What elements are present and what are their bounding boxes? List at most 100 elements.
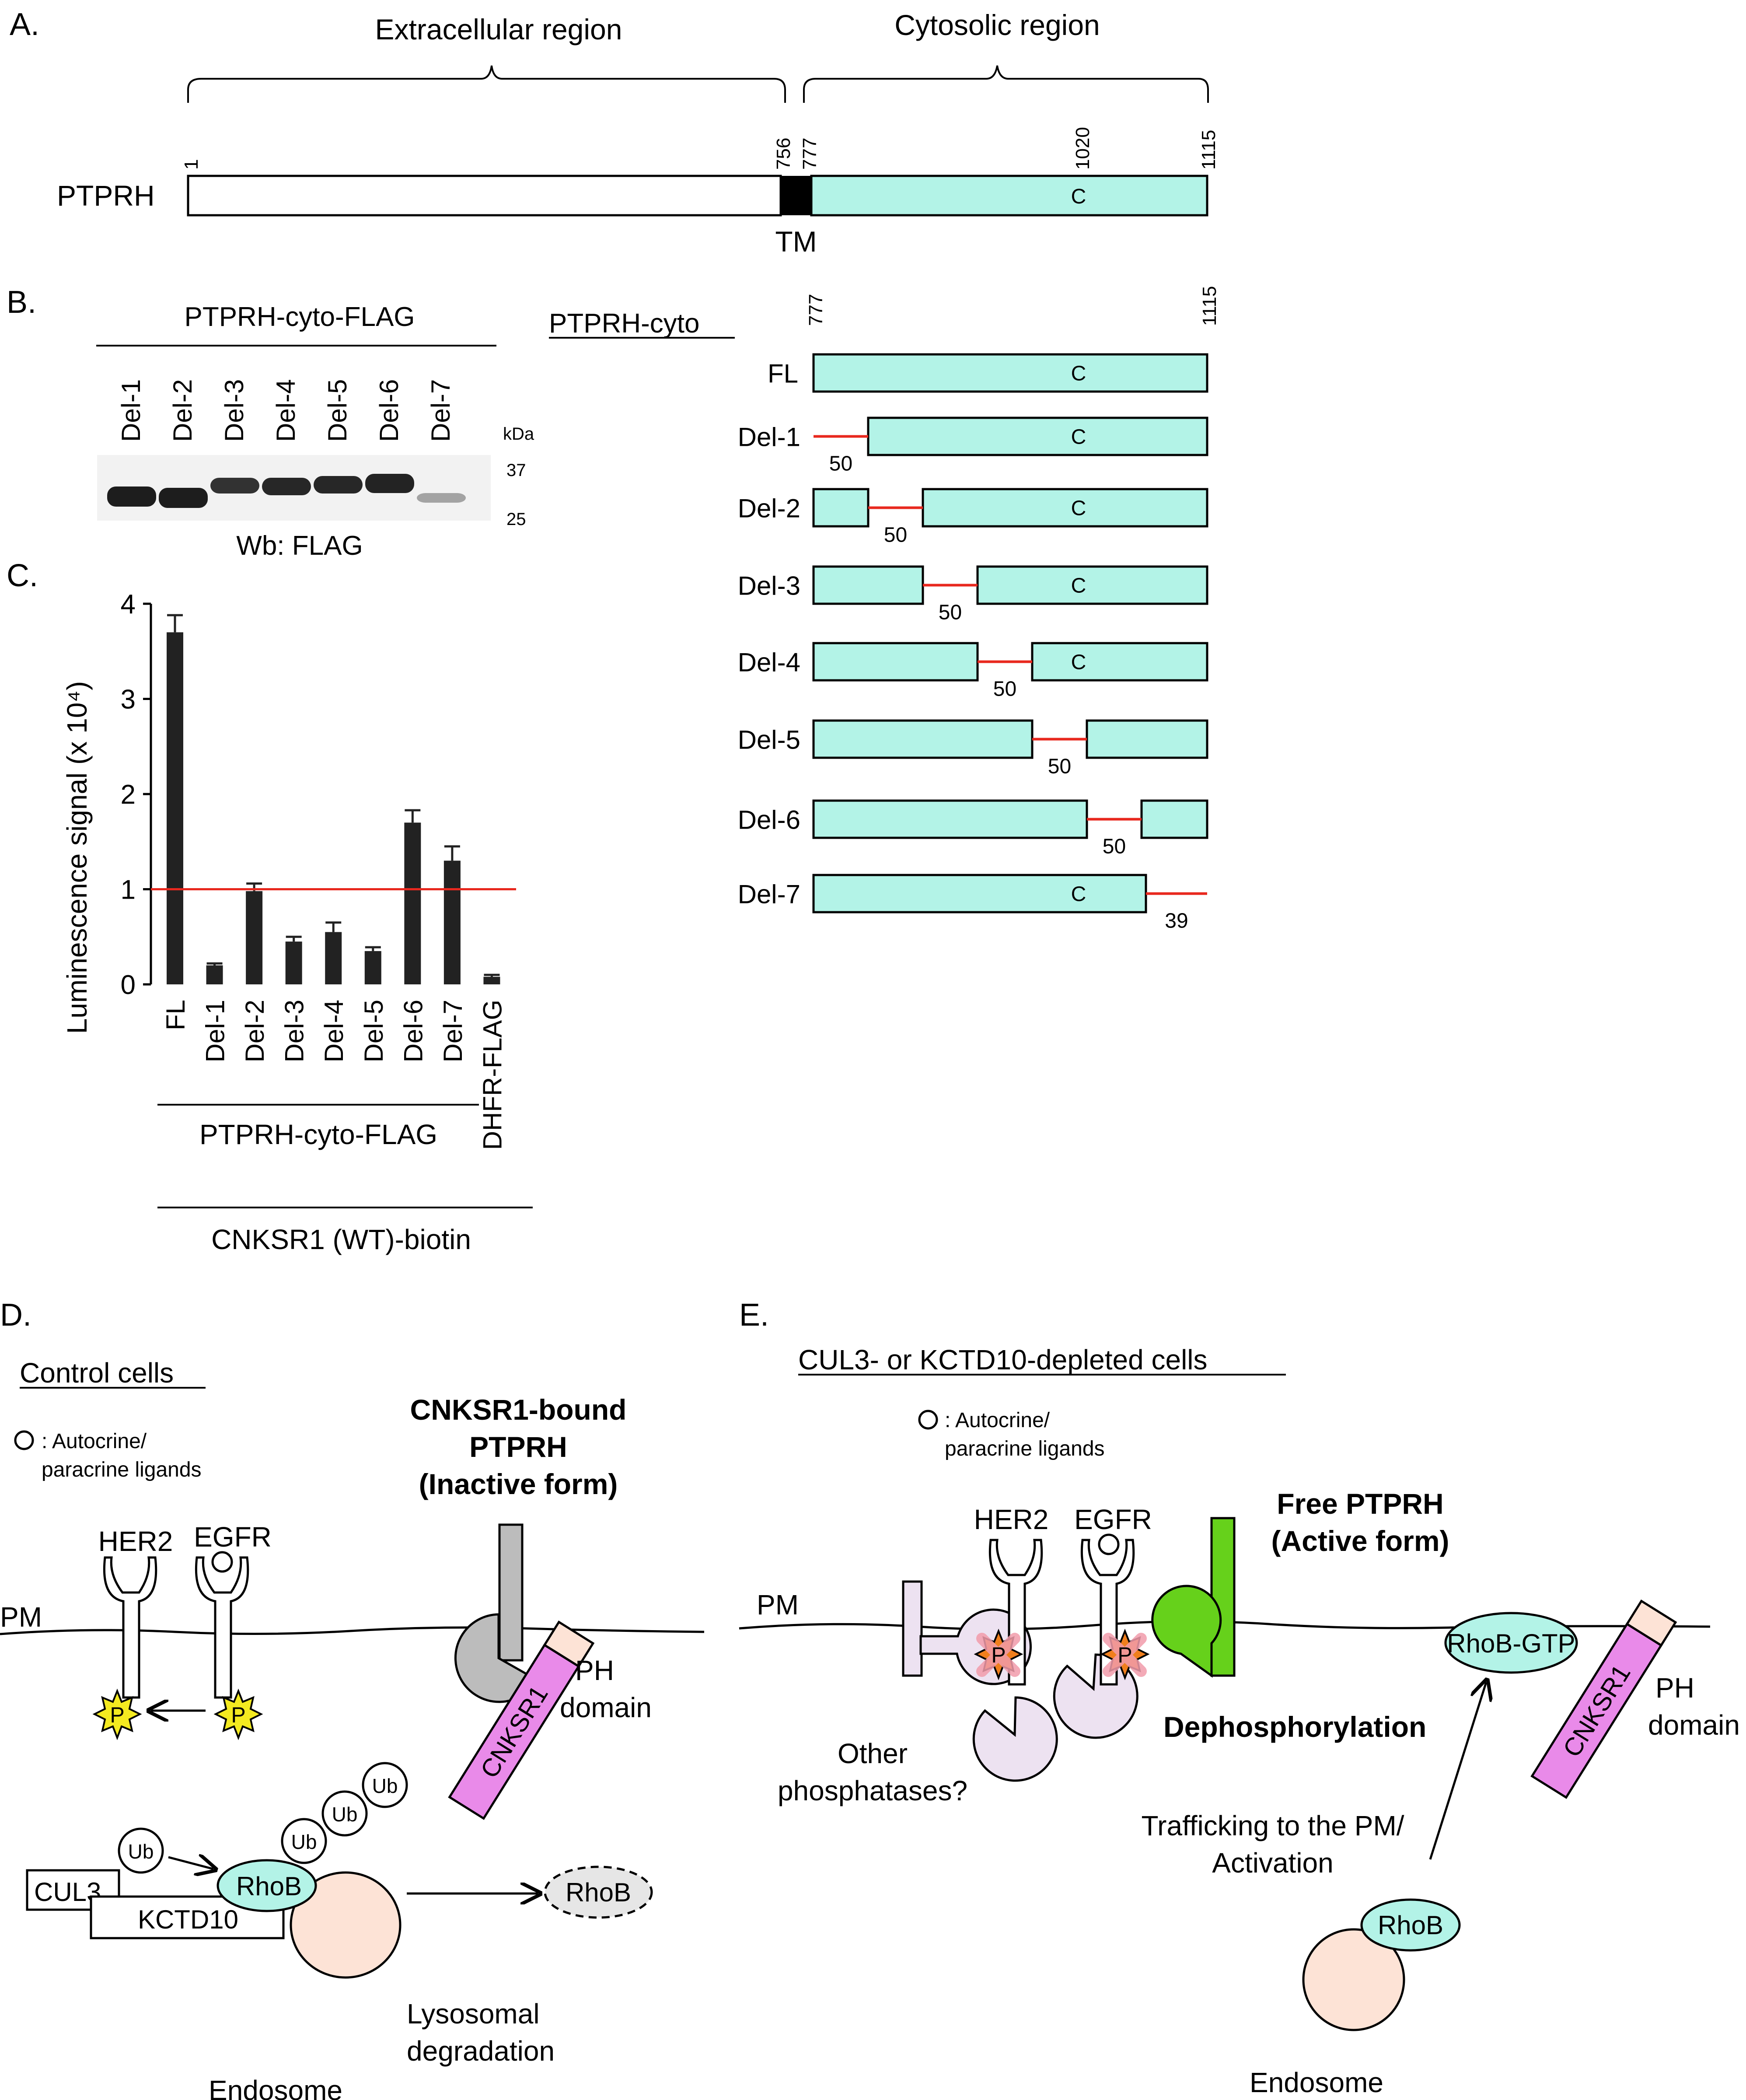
egfr-label-d: EGFR <box>194 1521 272 1553</box>
construct-segment <box>812 488 870 528</box>
catalytic-c-marker: C <box>1071 651 1086 674</box>
chart-bar <box>483 976 500 984</box>
ph-label-d-1: PH <box>575 1655 614 1686</box>
plasma-membrane-d <box>0 1626 705 1635</box>
ptprh-transmembrane-d <box>498 1523 524 1662</box>
blot-band <box>365 474 414 493</box>
rhob-d <box>217 1859 317 1912</box>
her2-receptor-e <box>988 1539 1043 1686</box>
chart-bar <box>246 891 263 984</box>
rhob-label-d: RhoB <box>236 1872 302 1901</box>
deletion-length: 50 <box>1103 835 1126 858</box>
deletion-length: 50 <box>884 524 907 547</box>
chart-x-tick-label: Del-5 <box>359 1000 388 1062</box>
panel-a: A. Extracellular region Cytosolic region… <box>10 7 1219 258</box>
chart-x-tick-label: DHFR-FLAG <box>478 1000 507 1150</box>
construct-segment <box>812 799 1088 839</box>
ligand-legend-icon-e <box>918 1410 938 1430</box>
lane-label: Del-6 <box>374 379 404 442</box>
construct-name: Del-3 <box>738 571 800 601</box>
blot-band <box>417 493 466 503</box>
her2-label-d: HER2 <box>98 1526 173 1557</box>
rhob-gtp <box>1444 1612 1578 1674</box>
extracellular-region-label: Extracellular region <box>375 13 622 46</box>
rhob-label-e: RhoB <box>1378 1911 1443 1940</box>
ptprh-transmembrane-e <box>1210 1517 1236 1677</box>
lane-label: Del-7 <box>426 379 455 442</box>
ph-label-e-1: PH <box>1655 1672 1694 1704</box>
egfr-receptor <box>195 1556 249 1699</box>
construct-segment <box>867 416 1208 456</box>
lane-label: Del-3 <box>220 379 249 442</box>
chart-x-tick-label: FL <box>161 1000 190 1030</box>
her2-receptor <box>103 1556 157 1699</box>
deletion-length: 50 <box>829 452 852 476</box>
ub-label-1: Ub <box>128 1840 154 1863</box>
cytosolic-domain <box>810 175 1208 217</box>
kda-label: kDa <box>503 424 534 444</box>
chart-y-axis-label: Luminescence signal (x 10⁴) <box>61 681 93 1034</box>
degraded-rhob <box>544 1866 653 1919</box>
construct-name: Del-7 <box>738 880 800 909</box>
tm-label: TM <box>775 225 817 258</box>
chart-y-tick-label: 3 <box>121 685 136 715</box>
construct-title: PTPRH-cyto <box>549 308 699 339</box>
ligand-legend-text-2: paracrine ligands <box>42 1458 202 1481</box>
construct-name: Del-1 <box>738 423 800 452</box>
position-777: 777 <box>799 138 821 170</box>
construct-segment <box>976 565 1208 605</box>
chart-bottom-label: CNKSR1 (WT)-biotin <box>211 1224 471 1255</box>
degraded-rhob-label: RhoB <box>566 1878 631 1907</box>
panel-e: E. CUL3- or KCTD10-depleted cells : Auto… <box>739 1298 1740 2098</box>
ub-circle-2 <box>281 1818 327 1864</box>
phospho-p-her2: P <box>110 1703 124 1727</box>
ph-domain-d <box>543 1620 595 1668</box>
blot-bands <box>107 474 466 508</box>
pm-label-d: PM <box>0 1601 42 1633</box>
extracellular-domain <box>187 175 782 217</box>
complex-label-2: PTPRH <box>469 1431 567 1463</box>
deletion-length: 50 <box>993 678 1016 701</box>
phospho-p-egfr: P <box>231 1703 245 1727</box>
chart-y-tick-label: 4 <box>121 589 136 620</box>
endosome-label-d: Endosome <box>209 2075 342 2100</box>
blot-band <box>107 486 156 507</box>
dephospho-x-her2 <box>976 1633 1020 1677</box>
ub-circle-3 <box>321 1790 368 1837</box>
chart-y-tick-label: 1 <box>121 875 136 905</box>
ph-label-e-2: domain <box>1648 1709 1740 1741</box>
catalytic-c-marker: C <box>1071 574 1086 598</box>
catalytic-c-marker: C <box>1071 883 1086 906</box>
chart-bar <box>404 822 421 984</box>
ptprh-catalytic-domain-e <box>1151 1585 1222 1678</box>
marker-25: 25 <box>506 510 526 529</box>
construct-segment <box>812 719 1034 759</box>
chart-group-label: PTPRH-cyto-FLAG <box>199 1119 437 1150</box>
marker-37: 37 <box>506 461 526 480</box>
chart-x-tick-label: Del-4 <box>319 1000 349 1062</box>
lysosomal-label-1: Lysosomal <box>407 1998 540 2030</box>
ub-transfer-arrow <box>168 1857 213 1869</box>
ligand-legend-icon <box>14 1430 34 1450</box>
panel-d: D. Control cells : Autocrine/ paracrine … <box>0 1298 705 2100</box>
chart-bar <box>285 942 302 984</box>
dephosphorylation-label: Dephosphorylation <box>1163 1711 1426 1743</box>
other-phosphatases-label-2: phosphatases? <box>778 1775 967 1806</box>
endosome-d <box>290 1871 402 1979</box>
chart-y-tick-label: 0 <box>121 970 136 1000</box>
ligand-legend-e-2: paracrine ligands <box>945 1437 1105 1460</box>
ub-circle-1 <box>118 1827 164 1874</box>
ub-label-2: Ub <box>291 1830 317 1853</box>
catalytic-c-label: C <box>1071 185 1086 208</box>
phospho-p-her2-e: P <box>991 1643 1006 1667</box>
construct-segment <box>812 353 1208 393</box>
rhob-gtp-label: RhoB-GTP <box>1447 1629 1575 1658</box>
ligand-on-egfr <box>211 1551 233 1573</box>
ligand-legend-e-1: : Autocrine/ <box>945 1409 1050 1432</box>
blot-band <box>159 488 208 508</box>
trafficking-label-2: Activation <box>1212 1847 1333 1879</box>
phospho-star-her2 <box>92 1688 142 1740</box>
panel-d-title: Control cells <box>20 1357 174 1389</box>
